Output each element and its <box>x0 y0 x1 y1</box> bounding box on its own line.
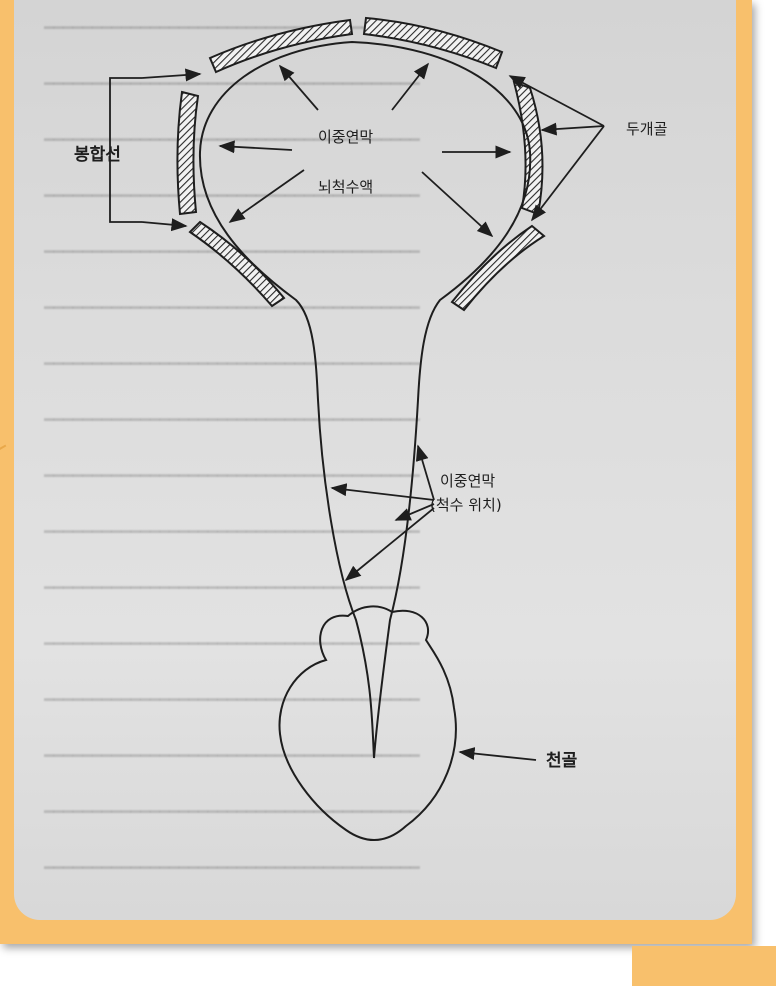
bone-plate-top-left <box>210 20 352 72</box>
dura-membrane-outline <box>200 42 530 758</box>
dura-arrow-left <box>220 146 292 150</box>
label-dura-spine-line2: (척수 위치) <box>430 496 502 514</box>
sacrum-outline <box>279 606 455 840</box>
sacrum-arrow <box>460 752 536 760</box>
spine-arrow-up <box>418 446 434 500</box>
skull-bone-plates <box>177 18 544 310</box>
orange-corner-tab <box>632 946 776 986</box>
suture-arrow-top <box>142 74 200 78</box>
spine-arrow-left-3 <box>346 508 434 580</box>
csf-arrow-down-right <box>422 172 492 236</box>
label-dura-brain: 이중연막 <box>318 128 373 146</box>
bone-plate-left <box>177 92 198 214</box>
bone-plate-lower-right <box>452 226 544 310</box>
label-suture: 봉합선 <box>74 144 121 165</box>
bone-plate-top-right <box>364 18 502 68</box>
label-skull: 두개골 <box>626 120 667 138</box>
dura-arrow-up-left <box>280 66 318 110</box>
csf-arrow-down-left <box>230 170 304 222</box>
scanned-page-photo: ━━━━━━━━━━━━━━━━━━━━━━━━━━━━━━━━━━━━━━━ … <box>14 0 736 920</box>
label-csf: 뇌척수액 <box>318 178 373 196</box>
suture-arrow-bottom <box>142 222 186 226</box>
bone-plate-lower-left <box>190 222 284 306</box>
skull-arrow-2 <box>542 126 604 130</box>
label-dura-spine-line1: 이중연막 <box>440 472 495 490</box>
craniosacral-diagram: 봉합선 이중연막 뇌척수액 두개골 이중연막 (척수 위치) 천골 <box>14 0 736 920</box>
label-sacrum: 천골 <box>546 751 578 771</box>
spine-arrow-left-1 <box>332 488 434 500</box>
dura-arrow-up-right <box>392 64 428 110</box>
bone-plate-right <box>514 82 543 214</box>
